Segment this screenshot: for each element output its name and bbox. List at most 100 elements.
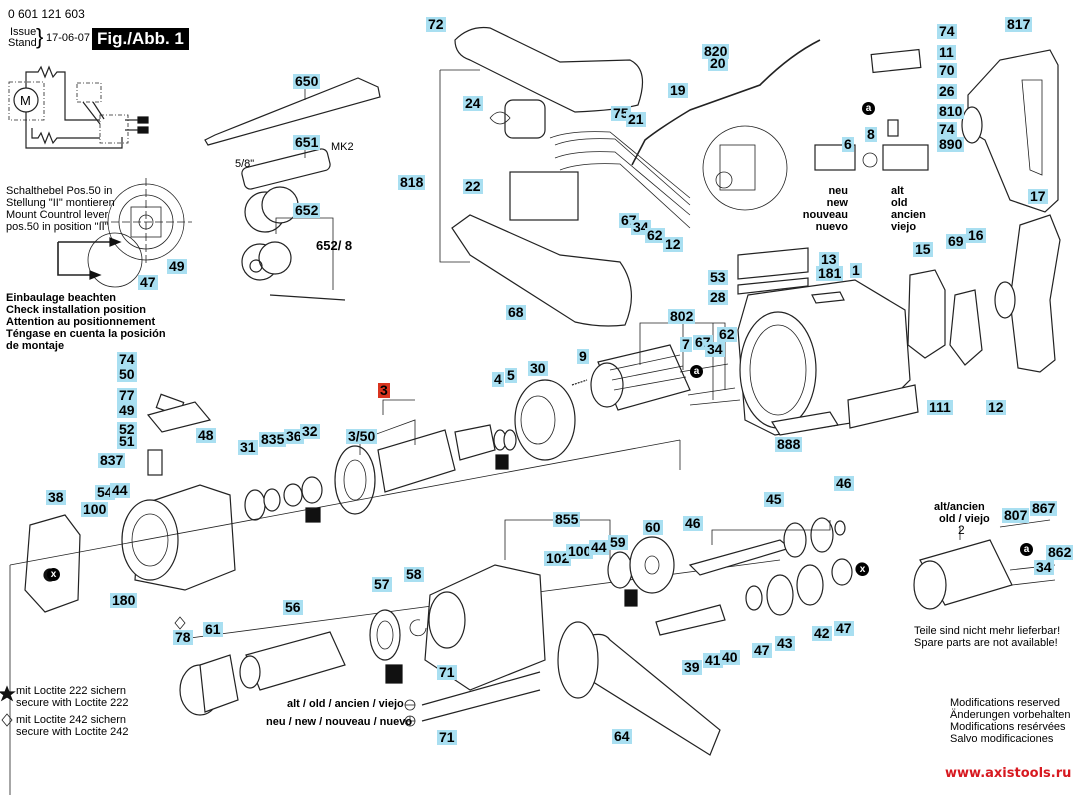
part-label[interactable]: 48 (196, 427, 216, 443)
part-label[interactable]: 180 (110, 592, 138, 608)
part-label[interactable]: 54 (95, 484, 115, 500)
part-label[interactable]: 74 (937, 121, 957, 137)
part-label[interactable]: 47 (138, 274, 158, 290)
part-label[interactable]: 651 (293, 134, 321, 150)
part-label[interactable]: 34 (1034, 559, 1054, 575)
part-label[interactable]: 181 (816, 265, 844, 281)
part-label[interactable]: 72 (426, 16, 446, 32)
part-label[interactable]: 16 (966, 227, 986, 243)
part-label[interactable]: 68 (506, 304, 526, 320)
note-line: old / viejo (939, 513, 990, 525)
part-label[interactable]: 30 (528, 360, 548, 376)
spindle-drawing (179, 564, 721, 756)
part-label[interactable]: 60 (643, 519, 663, 535)
part-label[interactable]: 34 (705, 341, 725, 357)
part-label[interactable]: 100 (566, 543, 594, 559)
part-label[interactable]: 28 (708, 289, 728, 305)
part-label[interactable]: 58 (404, 566, 424, 582)
part-label[interactable]: 52 (117, 421, 137, 437)
part-label[interactable]: 57 (372, 576, 392, 592)
part-label[interactable]: 44 (589, 539, 609, 555)
part-label[interactable]: 650 (293, 73, 321, 89)
part-label[interactable]: 70 (937, 62, 957, 78)
part-label[interactable]: 100 (81, 501, 109, 517)
part-label[interactable]: 802 (668, 308, 696, 324)
part-label[interactable]: 59 (608, 534, 628, 550)
part-label[interactable]: 835 (259, 431, 287, 447)
part-label[interactable]: 43 (775, 635, 795, 651)
part-label[interactable]: 22 (463, 178, 483, 194)
part-label[interactable]: 6 (842, 136, 854, 152)
website-link[interactable]: www.axistools.ru (945, 766, 1072, 781)
part-label[interactable]: 69 (946, 233, 966, 249)
part-label[interactable]: 3/50 (346, 428, 378, 444)
part-label[interactable]: 20 (708, 55, 728, 71)
part-label[interactable]: 855 (553, 511, 581, 527)
part-label[interactable]: 13 (819, 251, 839, 267)
part-label[interactable]: 36 (284, 428, 304, 444)
part-label[interactable]: 45 (764, 491, 784, 507)
part-label[interactable]: 41 (703, 652, 723, 668)
part-label[interactable]: 26 (937, 83, 957, 99)
part-label[interactable]: 64 (612, 728, 632, 744)
part-label[interactable]: 24 (463, 95, 483, 111)
part-label[interactable]: 11 (937, 44, 956, 60)
part-label[interactable]: 7 (680, 336, 692, 352)
part-label[interactable]: 820 (702, 43, 730, 59)
part-label[interactable]: 51 (117, 433, 137, 449)
part-label[interactable]: 9 (577, 348, 589, 364)
part-label[interactable]: 15 (913, 241, 933, 257)
part-label[interactable]: 810 (937, 103, 965, 119)
part-label[interactable]: 21 (626, 111, 646, 127)
part-label[interactable]: 17 (1028, 188, 1048, 204)
part-label[interactable]: 78 (173, 629, 193, 645)
part-label[interactable]: 42 (812, 625, 832, 641)
part-label[interactable]: 12 (986, 399, 1006, 415)
part-label[interactable]: 102 (544, 550, 572, 566)
part-label[interactable]: 56 (283, 599, 303, 615)
part-label[interactable]: 8 (865, 126, 877, 142)
part-label[interactable]: 1 (850, 262, 862, 278)
part-label[interactable]: 47 (834, 620, 854, 636)
part-label[interactable]: 38 (46, 489, 66, 505)
part-label[interactable]: 71 (437, 729, 457, 745)
part-label[interactable]: 837 (98, 452, 126, 468)
part-label[interactable]: 49 (117, 402, 137, 418)
part-label[interactable]: 4 (492, 371, 504, 387)
part-label[interactable]: 71 (437, 664, 457, 680)
part-label[interactable]: 111 (927, 399, 953, 415)
handle-drawings (439, 26, 821, 327)
part-label[interactable]: 46 (683, 515, 703, 531)
part-label-highlighted[interactable]: 3 (378, 382, 390, 398)
part-label[interactable]: 32 (300, 423, 320, 439)
note-line: secure with Loctite 242 (16, 726, 129, 738)
part-label[interactable]: 19 (668, 82, 688, 98)
part-label[interactable]: 50 (117, 366, 137, 382)
part-label[interactable]: 61 (203, 621, 223, 637)
part-label[interactable]: 62 (717, 326, 737, 342)
part-label[interactable]: 890 (937, 136, 965, 152)
part-label[interactable]: 12 (663, 236, 683, 252)
part-label[interactable]: 53 (708, 269, 728, 285)
part-label[interactable]: 46 (834, 475, 854, 491)
part-label[interactable]: 818 (398, 174, 426, 190)
part-label[interactable]: 867 (1030, 500, 1058, 516)
part-label[interactable]: 862 (1046, 544, 1074, 560)
part-label[interactable]: 74 (117, 351, 137, 367)
part-label[interactable]: 75 (611, 105, 631, 121)
part-label[interactable]: 888 (775, 436, 803, 452)
part-label[interactable]: 62 (645, 227, 665, 243)
part-label[interactable]: 5 (505, 367, 517, 383)
part-label[interactable]: 39 (682, 659, 702, 675)
part-label[interactable]: 44 (110, 482, 130, 498)
part-label[interactable]: 49 (167, 258, 187, 274)
part-label[interactable]: 77 (117, 387, 137, 403)
note-line: Check installation position (6, 304, 146, 316)
part-label[interactable]: 31 (238, 439, 258, 455)
part-label[interactable]: 47 (752, 642, 772, 658)
part-label[interactable]: 817 (1005, 16, 1033, 32)
part-label[interactable]: 652 (293, 202, 321, 218)
part-label[interactable]: 40 (720, 649, 740, 665)
part-label[interactable]: 807 (1002, 507, 1030, 523)
part-label[interactable]: 74 (937, 23, 957, 39)
